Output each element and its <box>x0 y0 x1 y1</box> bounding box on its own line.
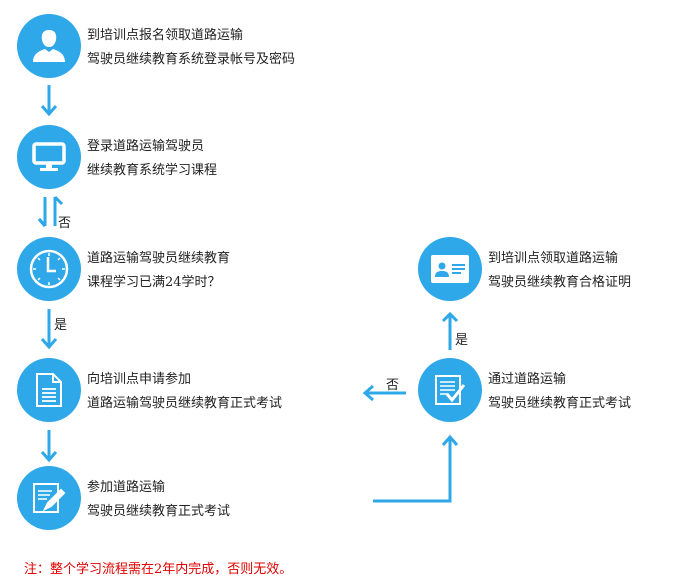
monitor-icon <box>32 142 66 171</box>
arrow-down-3 <box>40 309 58 350</box>
id-card-icon <box>431 255 469 283</box>
step-text-line: 到培训点报名领取道路运输 <box>87 28 244 43</box>
label-no: 否 <box>386 378 400 393</box>
step-2-text: 登录道路运输驾驶员继续教育系统学习课程 <box>87 135 217 183</box>
arrow-up-2 <box>53 195 64 226</box>
document-icon <box>36 373 62 407</box>
step-text-line: 道路运输驾驶员继续教育 <box>87 251 231 266</box>
step-5-circle <box>17 466 81 530</box>
arrow-up-yes <box>441 311 459 350</box>
step-text-line: 驾驶员继续教育正式考试 <box>488 396 632 411</box>
step-1-text: 到培训点报名领取道路运输驾驶员继续教育系统登录帐号及密码 <box>87 24 295 72</box>
step-4-text: 向培训点申请参加道路运输驾驶员继续教育正式考试 <box>87 368 282 416</box>
step-4-circle <box>17 358 81 422</box>
step-text-line: 参加道路运输 <box>87 480 166 495</box>
step-6-circle <box>418 358 482 422</box>
footer-note: 注：整个学习流程需在2年内完成，否则无效。 <box>24 562 293 577</box>
label-no: 否 <box>58 216 72 231</box>
step-5-text: 参加道路运输驾驶员继续教育正式考试 <box>87 476 230 524</box>
step-text-line: 通过道路运输 <box>488 372 567 387</box>
checklist-icon <box>435 375 466 405</box>
step-7-circle <box>418 237 482 301</box>
step-7-text: 到培训点领取道路运输驾驶员继续教育合格证明 <box>488 247 631 295</box>
step-text-line: 课程学习已满24学时？ <box>87 275 221 290</box>
step-text-line: 驾驶员继续教育正式考试 <box>87 504 231 519</box>
step-2-circle <box>17 125 81 189</box>
arrow-down-1 <box>40 85 58 117</box>
step-text-line: 驾驶员继续教育合格证明 <box>488 275 632 290</box>
step-text-line: 驾驶员继续教育系统登录帐号及密码 <box>87 52 296 67</box>
step-3-circle <box>17 237 81 301</box>
step-text-line: 继续教育系统学习课程 <box>87 163 218 178</box>
arrow-route-to-exam <box>373 434 459 503</box>
step-3-text: 道路运输驾驶员继续教育课程学习已满24学时？ <box>87 247 230 295</box>
step-6-text: 通过道路运输驾驶员继续教育正式考试 <box>488 368 631 416</box>
step-text-line: 登录道路运输驾驶员 <box>87 139 205 154</box>
label-yes: 是 <box>54 318 68 333</box>
label-yes: 是 <box>455 333 469 348</box>
user-icon <box>33 30 65 62</box>
step-text-line: 到培训点领取道路运输 <box>488 251 619 266</box>
step-text-line: 向培训点申请参加 <box>87 372 192 387</box>
step-1-circle <box>17 14 81 78</box>
arrow-down-2 <box>37 197 47 227</box>
clock-icon <box>29 249 69 289</box>
arrow-down-4 <box>40 430 58 463</box>
step-text-line: 道路运输驾驶员继续教育正式考试 <box>87 396 283 411</box>
arrow-left-no <box>362 384 406 402</box>
edit-icon <box>33 483 66 513</box>
